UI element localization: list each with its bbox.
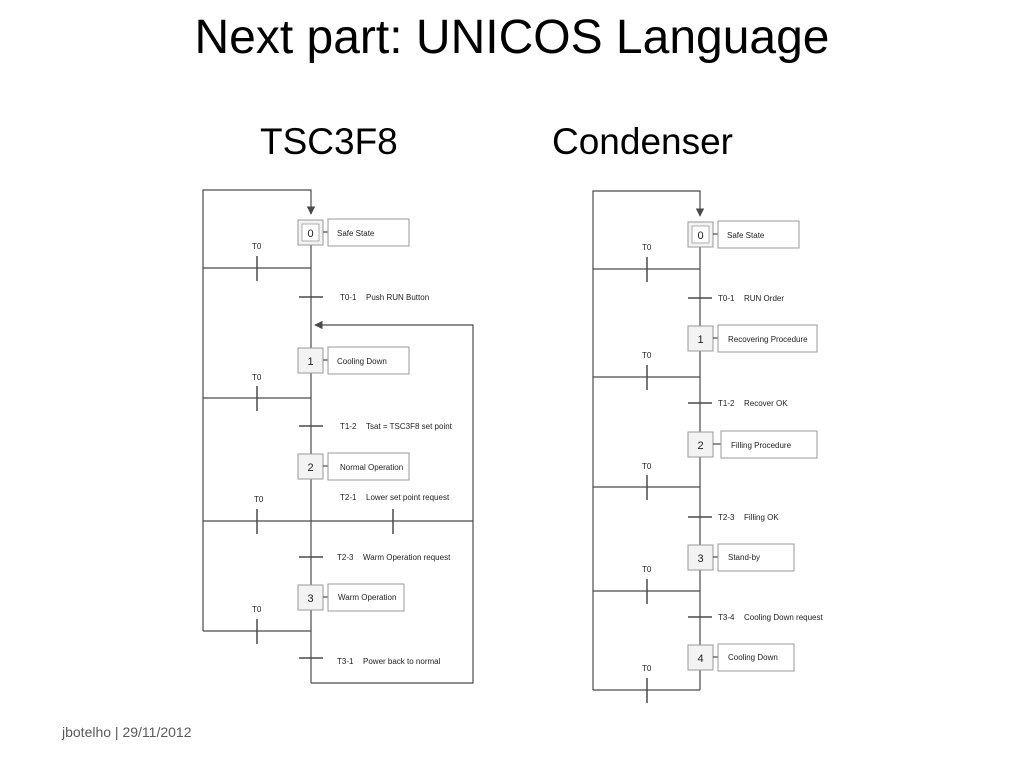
tsc3f8-diagram: 0 Safe State 1 Cooling Down 2 Normal Ope… xyxy=(202,189,474,684)
transition-id: T2-1 xyxy=(340,493,357,502)
transition-id: T2-3 xyxy=(337,553,354,562)
step-label: Normal Operation xyxy=(340,463,403,472)
transition-label: Lower set point request xyxy=(366,493,450,502)
tsc3f8-step-3: 3 Warm Operation xyxy=(297,583,405,612)
transition-label: Filling OK xyxy=(744,513,779,522)
t0-label: T0 xyxy=(642,243,652,252)
diagram-title-condenser: Condenser xyxy=(552,121,734,162)
transition-label: Push RUN Button xyxy=(366,293,429,302)
t0-label: T0 xyxy=(254,495,264,504)
transition-label: Recover OK xyxy=(744,399,788,408)
t0-label: T0 xyxy=(252,605,262,614)
step-number: 1 xyxy=(697,334,703,346)
step-number: 2 xyxy=(697,440,703,452)
slide-title: Next part: UNICOS Language xyxy=(194,11,830,64)
condenser-step-4: 4 Cooling Down xyxy=(687,643,795,672)
transition-label: Power back to normal xyxy=(363,657,441,666)
condenser-step-1: 1 Recovering Procedure xyxy=(687,324,818,353)
step-label: Safe State xyxy=(727,231,765,240)
condenser-diagram: 0 Safe State 1 Recovering Procedure 2 Fi… xyxy=(592,190,823,703)
tsc3f8-step-0: 0 Safe State xyxy=(297,218,410,247)
transition-id: T3-1 xyxy=(337,657,354,666)
step-number: 3 xyxy=(697,553,703,565)
transition-id: T1-2 xyxy=(718,399,735,408)
condenser-step-2: 2 Filling Procedure xyxy=(687,430,818,459)
t0-label: T0 xyxy=(642,664,652,673)
step-number: 1 xyxy=(307,356,313,368)
step-label: Safe State xyxy=(337,229,375,238)
step-number: 0 xyxy=(697,230,703,242)
transition-id: T0-1 xyxy=(340,293,357,302)
transition-id: T2-3 xyxy=(718,513,735,522)
t0-label: T0 xyxy=(642,565,652,574)
step-label: Warm Operation xyxy=(338,593,396,602)
transition-label: RUN Order xyxy=(744,294,784,303)
tsc3f8-step-2: 2 Normal Operation xyxy=(297,452,410,481)
transition-label: Cooling Down request xyxy=(744,613,823,622)
step-label: Stand-by xyxy=(728,553,760,562)
step-number: 3 xyxy=(307,593,313,605)
transition-label: Tsat = TSC3F8 set point xyxy=(366,422,453,431)
t0-label: T0 xyxy=(252,242,262,251)
step-label: Filling Procedure xyxy=(731,441,792,450)
transition-id: T0-1 xyxy=(718,294,735,303)
step-label: Recovering Procedure xyxy=(728,335,808,344)
diagram-title-tsc3f8: TSC3F8 xyxy=(260,121,398,162)
condenser-step-0: 0 Safe State xyxy=(687,220,800,249)
t0-label: T0 xyxy=(642,462,652,471)
tsc3f8-step-1: 1 Cooling Down xyxy=(297,346,410,375)
footer-author-date: jbotelho | 29/11/2012 xyxy=(62,724,192,740)
step-number: 0 xyxy=(307,228,313,240)
step-number: 4 xyxy=(697,653,703,665)
t0-label: T0 xyxy=(642,351,652,360)
step-label: Cooling Down xyxy=(728,653,778,662)
transition-label: Warm Operation request xyxy=(363,553,451,562)
step-number: 2 xyxy=(307,462,313,474)
transition-id: T3-4 xyxy=(718,613,735,622)
t0-label: T0 xyxy=(252,373,262,382)
condenser-step-3: 3 Stand-by xyxy=(687,543,795,572)
step-label: Cooling Down xyxy=(337,357,387,366)
transition-id: T1-2 xyxy=(340,422,357,431)
